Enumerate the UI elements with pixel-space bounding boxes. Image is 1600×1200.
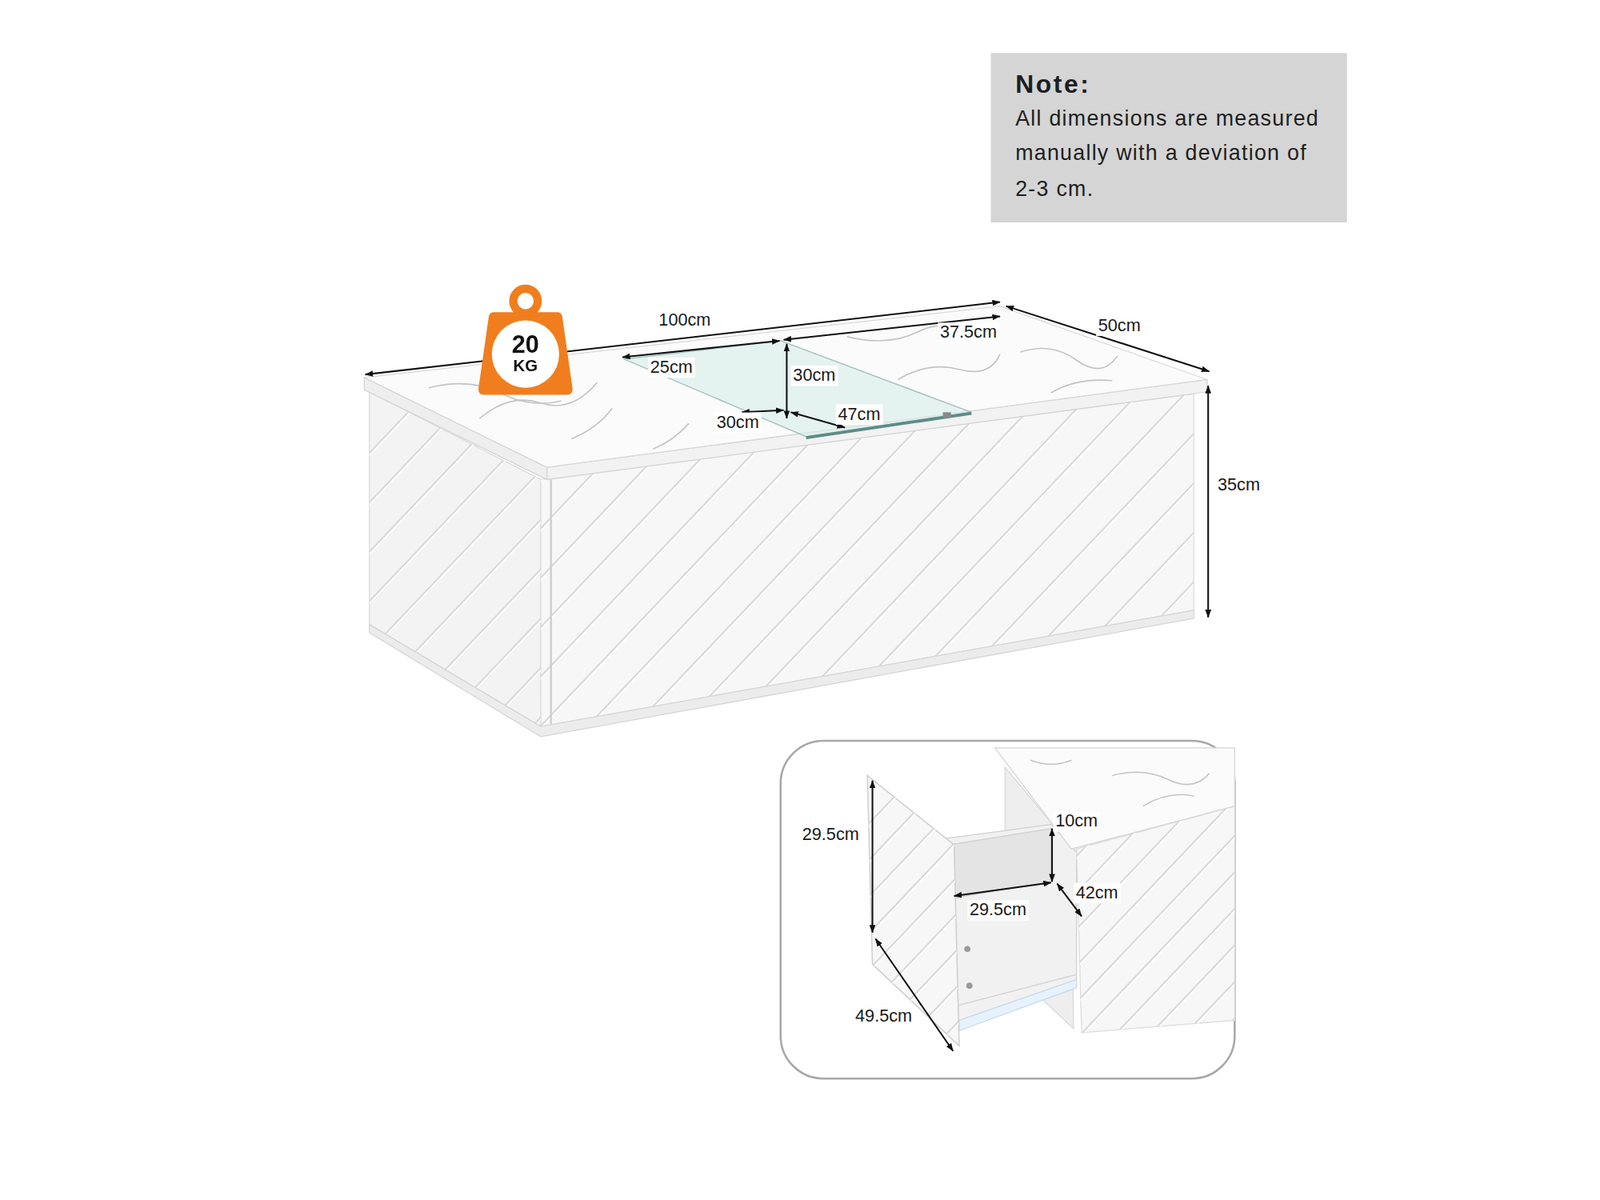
stripe-highlight [910, 388, 1240, 736]
table-body [102, 306, 1522, 737]
dimension-label: 29.5cm [967, 900, 1028, 920]
dimension-label: 50cm [1096, 315, 1143, 336]
stripe [148, 388, 479, 736]
stripe [896, 770, 1163, 1052]
stripe [908, 388, 1238, 736]
stripe [688, 770, 955, 1052]
stripe-highlight [1185, 800, 1409, 1036]
stripe [1114, 800, 1338, 1036]
dimension-label: 30cm [791, 365, 838, 386]
stripe [814, 388, 1144, 736]
stripe-highlight [1144, 388, 1475, 736]
stripe-highlight [1012, 800, 1236, 1036]
note-box: Note:All dimensions are measured manuall… [991, 52, 1348, 223]
stripe [652, 770, 920, 1052]
note-heading: Note: [1015, 67, 1324, 100]
stripe-highlight [689, 770, 956, 1052]
dimension-label: 29.5cm [800, 824, 861, 845]
stripe [1148, 800, 1372, 1036]
stripe-highlight [967, 770, 1234, 1052]
stripe [102, 388, 432, 736]
dimension-label: 49.5cm [852, 1006, 914, 1027]
stripe [861, 388, 1192, 736]
stripe-highlight [1151, 800, 1375, 1036]
stripe [940, 800, 1164, 1036]
stripe [1002, 388, 1332, 736]
dimension-label: 100cm [656, 310, 713, 331]
weight-unit: KG [513, 357, 539, 376]
stripe-highlight [104, 388, 434, 736]
stripe [1096, 388, 1426, 736]
stripe-highlight [897, 770, 1164, 1052]
stripe-highlight [1192, 388, 1522, 736]
weight-number: 20 [512, 332, 540, 358]
dimension-label: 30cm [714, 412, 761, 433]
stripe-highlight [1220, 800, 1444, 1036]
stripe-highlight [1097, 388, 1428, 736]
stripe-highlight [932, 770, 1200, 1052]
weight-handle [513, 288, 539, 314]
dimension-label: 35cm [1215, 474, 1262, 495]
weight-face [492, 320, 560, 388]
dimension-label: 42cm [1073, 883, 1120, 904]
stripe-highlight [655, 770, 922, 1052]
stripe-highlight [1051, 388, 1381, 736]
weight-badge: 20KG [477, 284, 574, 396]
note-body: All dimensions are measured manually wit… [1015, 100, 1324, 208]
stripe-highlight [816, 388, 1146, 736]
stripe-highlight [956, 388, 1287, 736]
stripe [955, 388, 1285, 736]
stripe [1048, 388, 1379, 736]
stripe-highlight [863, 388, 1193, 736]
stripe-highlight [724, 770, 992, 1052]
stripe [792, 770, 1059, 1052]
dimension-arrows [365, 302, 1210, 618]
stripe-highlight [151, 388, 481, 736]
stripe [1189, 388, 1520, 736]
stripe-highlight [793, 770, 1060, 1052]
stripe [930, 770, 1197, 1052]
drawer-inset [652, 740, 1444, 1079]
dimension-label: 10cm [1053, 811, 1100, 832]
stripe [1218, 800, 1442, 1036]
dimension-label: 25cm [648, 357, 695, 378]
stripe [722, 770, 989, 1052]
stripe [1143, 388, 1473, 736]
weight-body [478, 312, 573, 395]
dimension-label: 47cm [836, 404, 883, 424]
dimension-label: 37.5cm [937, 322, 999, 343]
stripe-highlight [1116, 800, 1340, 1036]
stripe-highlight [943, 800, 1167, 1036]
stripe [1184, 800, 1408, 1036]
stripe [965, 770, 1232, 1052]
stripe-highlight [1004, 388, 1334, 736]
